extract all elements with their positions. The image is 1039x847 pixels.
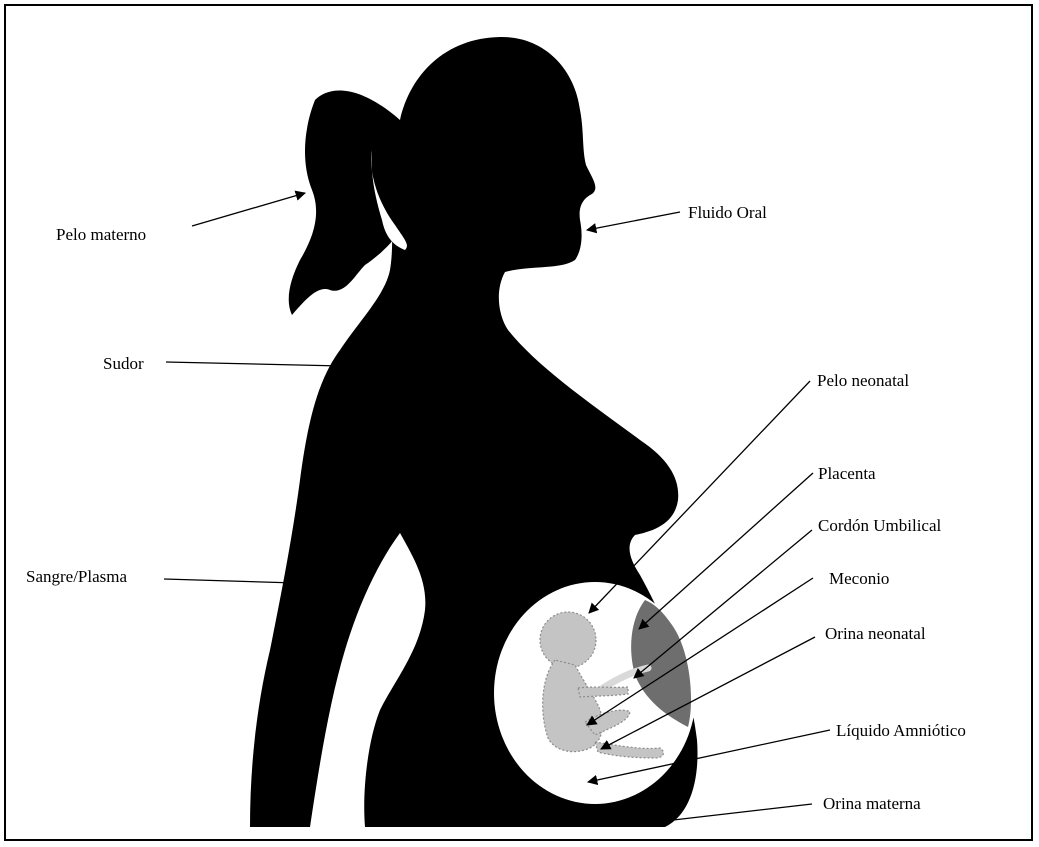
arrow-sangre-plasma [164, 579, 296, 583]
label-placenta: Placenta [818, 464, 876, 484]
arrow-sudor [166, 362, 342, 366]
label-sangre-plasma: Sangre/Plasma [26, 567, 127, 587]
label-pelo-neonatal: Pelo neonatal [817, 371, 909, 391]
arrow-pelo-materno [192, 193, 305, 226]
label-meconio: Meconio [829, 569, 889, 589]
label-liquido-amniotico: Líquido Amniótico [836, 721, 966, 741]
label-sudor: Sudor [103, 354, 144, 374]
arrow-fluido-oral [587, 212, 680, 230]
label-orina-materna: Orina materna [823, 794, 921, 814]
arrow-cordon-umbilical [634, 530, 812, 678]
label-fluido-oral: Fluido Oral [688, 203, 767, 223]
label-orina-neonatal: Orina neonatal [825, 624, 926, 644]
label-cordon-umbilical: Cordón Umbilical [818, 516, 941, 536]
ponytail-silhouette [289, 90, 400, 315]
label-pelo-materno: Pelo materno [56, 225, 146, 245]
